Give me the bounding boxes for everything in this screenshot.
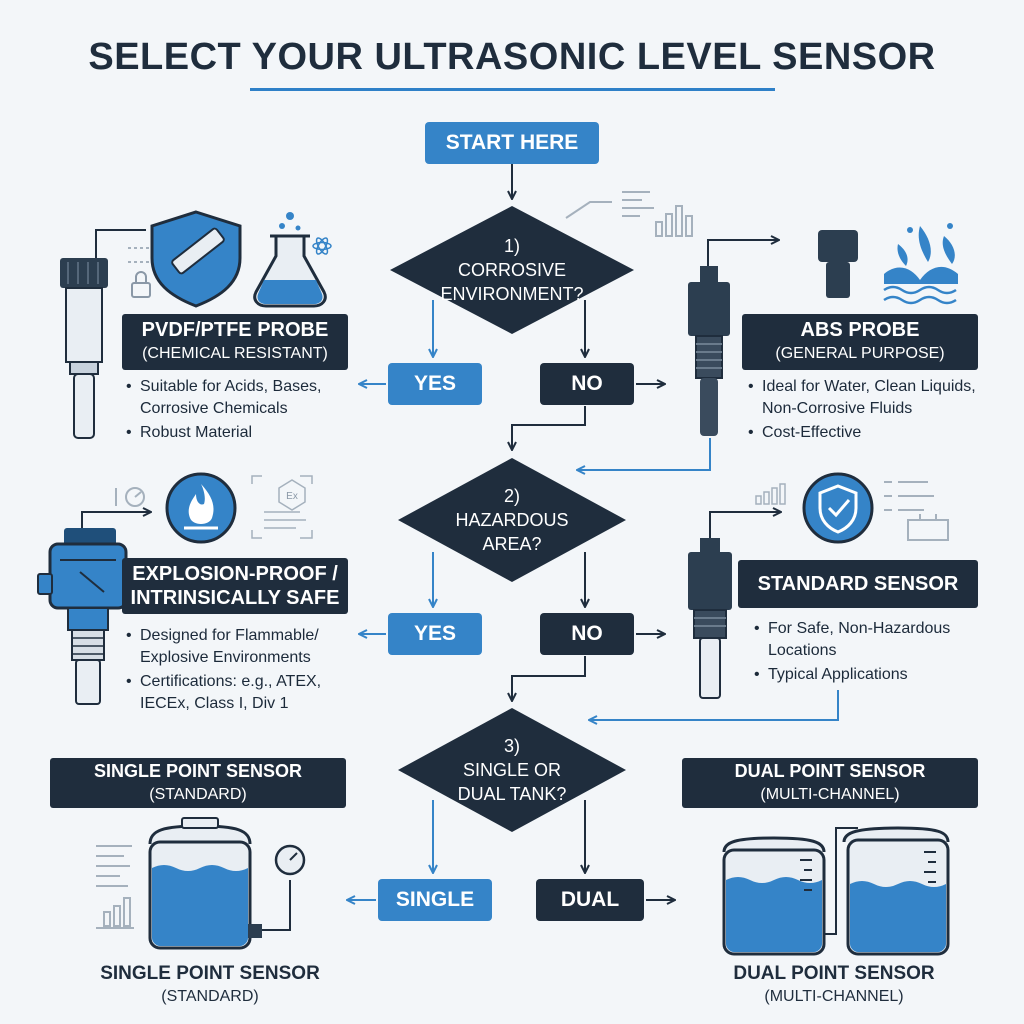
- decision-3-line-2: DUAL TANK?: [457, 784, 567, 804]
- single-point-caption: SINGLE POINT SENSOR (STANDARD): [60, 962, 360, 1008]
- page-title: SELECT YOUR ULTRASONIC LEVEL SENSOR: [88, 36, 936, 78]
- single-caption-subtitle: (STANDARD): [161, 988, 259, 1005]
- decision-2-text: 2) HAZARDOUS AREA?: [412, 476, 612, 564]
- dual-point-caption: DUAL POINT SENSOR (MULTI-CHANNEL): [684, 962, 984, 1008]
- dual-subtitle: (MULTI-CHANNEL): [760, 786, 900, 803]
- decision-3-text: 3) SINGLE OR DUAL TANK?: [412, 726, 612, 814]
- water-splash-icon: [884, 223, 958, 284]
- water-waves-icon: [883, 285, 957, 305]
- q3-dual-button[interactable]: DUAL: [536, 879, 644, 921]
- pvdf-subtitle: (CHEMICAL RESISTANT): [142, 345, 328, 362]
- q3-single-button[interactable]: SINGLE: [378, 879, 492, 921]
- ex-certificate-icon: [251, 475, 313, 539]
- decision-1-text: 1) CORROSIVE ENVIRONMENT?: [412, 226, 612, 314]
- decision-diamond-1: [390, 206, 634, 334]
- flask-icon: [253, 212, 327, 308]
- document-sketch-icon: [884, 481, 949, 541]
- abs-title: ABS PROBE: [800, 319, 920, 341]
- explosion-proof-probe-illustration: [37, 512, 150, 705]
- abs-probe-illustration: [688, 240, 778, 436]
- decision-1-line-2: ENVIRONMENT?: [440, 284, 584, 304]
- shield-check-icon: [802, 472, 874, 544]
- padlock-icon: [131, 271, 151, 298]
- pvdf-bullet-1: Suitable for Acids, Bases, Corrosive Che…: [124, 376, 364, 420]
- abs-subtitle: (GENERAL PURPOSE): [775, 345, 945, 362]
- q2-no-button[interactable]: NO: [540, 613, 634, 655]
- explosion-title: EXPLOSION-PROOF /: [132, 563, 338, 585]
- explosion-bullet-1: Designed for Flammable/ Explosive Enviro…: [124, 625, 364, 669]
- shield-wrench-icon: [150, 210, 242, 308]
- pvdf-bullets: Suitable for Acids, Bases, Corrosive Che…: [124, 376, 364, 446]
- standard-bullet-2: Typical Applications: [752, 664, 1002, 686]
- abs-cap-icon: [818, 230, 858, 298]
- dual-caption-subtitle: (MULTI-CHANNEL): [764, 988, 904, 1005]
- standard-sensor-illustration: [688, 512, 780, 699]
- pvdf-ptfe-probe-label: PVDF/PTFE PROBE (CHEMICAL RESISTANT): [122, 314, 348, 370]
- arrow-no2-to-q3: [512, 656, 586, 700]
- standard-bullets: For Safe, Non-Hazardous Locations Typica…: [752, 618, 1002, 688]
- abs-probe-label: ABS PROBE (GENERAL PURPOSE): [742, 314, 978, 370]
- ex-mark-text: Ex: [286, 491, 298, 502]
- abs-bullet-2: Cost-Effective: [746, 422, 1016, 444]
- start-here-button[interactable]: START HERE: [425, 122, 599, 164]
- decision-diamond-2: [398, 458, 626, 582]
- dual-point-sensor-label: DUAL POINT SENSOR (MULTI-CHANNEL): [682, 758, 978, 808]
- atom-icon: [312, 237, 332, 255]
- flame-icon: [165, 472, 237, 544]
- pvdf-title: PVDF/PTFE PROBE: [141, 319, 329, 341]
- gauge-sketch-icon: [115, 487, 145, 507]
- dual-tank-illustration: [722, 826, 950, 956]
- decision-2-number: 2): [503, 486, 520, 506]
- arrow-no1-to-q2: [512, 406, 586, 449]
- decision-3-line-1: SINGLE OR: [462, 760, 562, 780]
- standard-bullet-1: For Safe, Non-Hazardous Locations: [752, 618, 1002, 662]
- decision-1-line-1: CORROSIVE: [457, 260, 567, 280]
- single-point-sensor-label: SINGLE POINT SENSOR (STANDARD): [50, 758, 346, 808]
- explosion-proof-label: EXPLOSION-PROOF / INTRINSICALLY SAFE: [122, 558, 348, 614]
- single-caption-title: SINGLE POINT SENSOR: [100, 963, 320, 984]
- explosion-bullet-2: Certifications: e.g., ATEX, IECEx, Class…: [124, 671, 364, 715]
- dual-caption-title: DUAL POINT SENSOR: [733, 963, 935, 984]
- list-sketch-icon: [96, 845, 134, 929]
- bar-sketch-icon: [755, 483, 786, 505]
- q1-no-button[interactable]: NO: [540, 363, 634, 405]
- chart-sketch-icon: [565, 191, 693, 237]
- arrow-abs-to-q2: [578, 438, 711, 470]
- decision-diamond-3: [398, 708, 626, 832]
- dual-title: DUAL POINT SENSOR: [734, 761, 926, 781]
- title-underline: [250, 88, 775, 91]
- decision-2-line-2: AREA?: [482, 534, 542, 554]
- decision-1-number: 1): [503, 236, 520, 256]
- arrow-standard-to-q3: [590, 690, 839, 720]
- abs-bullets: Ideal for Water, Clean Liquids, Non-Corr…: [746, 376, 1016, 446]
- pvdf-bullet-2: Robust Material: [124, 422, 364, 444]
- decision-3-number: 3): [503, 736, 520, 756]
- single-tank-illustration: [148, 817, 306, 950]
- q2-yes-button[interactable]: YES: [388, 613, 482, 655]
- single-title: SINGLE POINT SENSOR: [93, 761, 303, 781]
- abs-bullet-1: Ideal for Water, Clean Liquids, Non-Corr…: [746, 376, 1016, 420]
- q1-yes-button[interactable]: YES: [388, 363, 482, 405]
- pvdf-probe-illustration: [60, 229, 146, 439]
- standard-sensor-label: STANDARD SENSOR: [738, 560, 978, 608]
- standard-title: STANDARD SENSOR: [757, 573, 959, 595]
- decision-2-line-1: HAZARDOUS: [455, 510, 569, 530]
- explosion-subtitle: INTRINSICALLY SAFE: [130, 587, 340, 609]
- explosion-bullets: Designed for Flammable/ Explosive Enviro…: [124, 625, 364, 717]
- single-subtitle: (STANDARD): [149, 786, 247, 803]
